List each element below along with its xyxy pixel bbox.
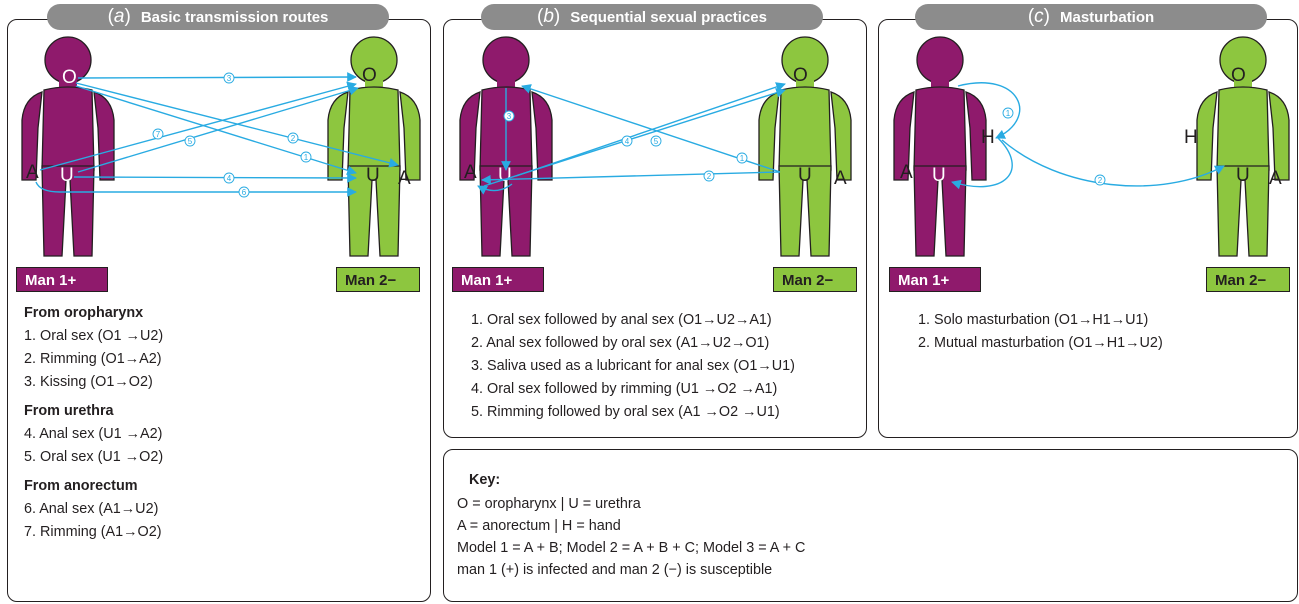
panel-a-title: (a)Basic transmission routes — [47, 4, 389, 30]
site-o-man2-b: O — [793, 65, 808, 86]
panel-b-title: (b)Sequential sexual practices — [481, 4, 823, 30]
arrow-number: 2 — [291, 134, 296, 143]
site-u-man1-c: U — [932, 165, 946, 186]
site-a-man1-a: A — [26, 162, 39, 183]
list-item: 2. Mutual masturbation (O1→H1→U2) — [918, 335, 1163, 351]
site-o-man2-a: O — [362, 65, 377, 86]
list-item: 4. Oral sex followed by rimming (U1 →O2 … — [471, 381, 778, 397]
panel-a-title-text: Basic transmission routes — [140, 9, 329, 26]
list-b: 1. Oral sex followed by anal sex (O1→U2→… — [471, 309, 795, 424]
man2-label-a: Man 2− — [336, 267, 420, 292]
site-o-man1-a: O — [62, 67, 77, 88]
arrow-numbers-b: 1 2 3 4 5 — [503, 110, 748, 182]
panel-c-title: (c)Masturbation — [915, 4, 1267, 30]
site-a-man2-c: A — [1269, 168, 1282, 189]
arrow-number: 2 — [1098, 176, 1103, 185]
list-a-header-urethra: From urethra — [24, 403, 114, 419]
list-item: 4. Anal sex (U1 →A2) — [24, 426, 163, 442]
list-item: 2. Rimming (O1→A2) — [24, 351, 162, 367]
list-item: 1. Oral sex (O1 →U2) — [24, 328, 164, 344]
man2-label-c: Man 2− — [1206, 267, 1290, 292]
site-u-man2-b: U — [798, 165, 812, 186]
arrow-number: 3 — [507, 112, 512, 121]
list-a-header-anorectum: From anorectum — [24, 478, 138, 494]
panel-c-letter: c — [1034, 6, 1044, 27]
arrow-number: 5 — [188, 137, 193, 146]
arrow-number: 1 — [1006, 109, 1011, 118]
panel-key — [443, 449, 1298, 602]
list-c: 1. Solo masturbation (O1→H1→U1) 2. Mutua… — [918, 309, 1163, 355]
arrow-number: 3 — [227, 74, 232, 83]
arrow-number: 1 — [304, 153, 309, 162]
arrow-number: 1 — [740, 154, 745, 163]
list-item: 1. Solo masturbation (O1→H1→U1) — [918, 312, 1149, 328]
site-u-man1-b: U — [498, 165, 512, 186]
arrow-number: 6 — [242, 188, 247, 197]
key-line: man 1 (+) is infected and man 2 (−) is s… — [457, 562, 773, 578]
site-h-man2-c: H — [1184, 127, 1198, 148]
list-item: 5. Rimming followed by oral sex (A1 →O2 … — [471, 404, 780, 420]
site-u-man2-c: U — [1236, 165, 1250, 186]
key-line: O = oropharynx | U = urethra — [457, 496, 641, 512]
list-a-header-oropharynx: From oropharynx — [24, 305, 144, 321]
site-o-man2-c: O — [1231, 65, 1246, 86]
list-item: 3. Saliva used as a lubricant for anal s… — [471, 358, 795, 374]
list-item: 3. Kissing (O1→O2) — [24, 374, 153, 390]
list-item: 6. Anal sex (A1→U2) — [24, 501, 159, 517]
site-a-man1-b: A — [464, 162, 477, 183]
key-line: A = anorectum | H = hand — [457, 518, 621, 534]
panel-c-title-text: Masturbation — [1059, 9, 1155, 26]
site-h-man1-c: H — [981, 127, 995, 148]
site-u-man2-a: U — [366, 165, 380, 186]
panel-b-title-text: Sequential sexual practices — [570, 9, 767, 26]
site-a-man2-b: A — [834, 168, 847, 189]
man1-label-b: Man 1+ — [452, 267, 544, 292]
list-item: 2. Anal sex followed by oral sex (A1→U2→… — [471, 335, 770, 351]
arrow-numbers-c: 1 2 — [1002, 107, 1106, 186]
list-item: 1. Oral sex followed by anal sex (O1→U2→… — [471, 312, 772, 328]
man2-label-b: Man 2− — [773, 267, 857, 292]
arrow-number: 5 — [654, 137, 659, 146]
site-a-man2-a: A — [398, 168, 411, 189]
list-item: 5. Oral sex (U1 →O2) — [24, 449, 164, 465]
key-title: Key: — [469, 472, 501, 488]
man1-label-a: Man 1+ — [16, 267, 108, 292]
man1-label-c: Man 1+ — [889, 267, 981, 292]
site-u-man1-a: U — [60, 165, 74, 186]
man1-figure-c — [893, 36, 987, 257]
panel-b-letter: b — [543, 6, 554, 27]
arrows-c — [951, 82, 1225, 190]
panel-a-letter: a — [113, 6, 125, 27]
arrow-number: 4 — [227, 174, 232, 183]
arrow-numbers-a: 3 2 1 4 5 6 7 — [152, 72, 312, 198]
list-a: From oropharynx 1. Oral sex (O1 →U2) 2. … — [24, 302, 163, 544]
arrows-a — [35, 72, 399, 197]
arrow-number: 7 — [156, 130, 161, 139]
key-line: Model 1 = A + B; Model 2 = A + B + C; Mo… — [457, 540, 806, 556]
arrow-number: 4 — [625, 137, 630, 146]
key-block: Key: O = oropharynx | U = urethra A = an… — [457, 469, 805, 581]
arrow-number: 2 — [707, 172, 712, 181]
site-a-man1-c: A — [900, 162, 913, 183]
list-item: 7. Rimming (A1→O2) — [24, 524, 162, 540]
